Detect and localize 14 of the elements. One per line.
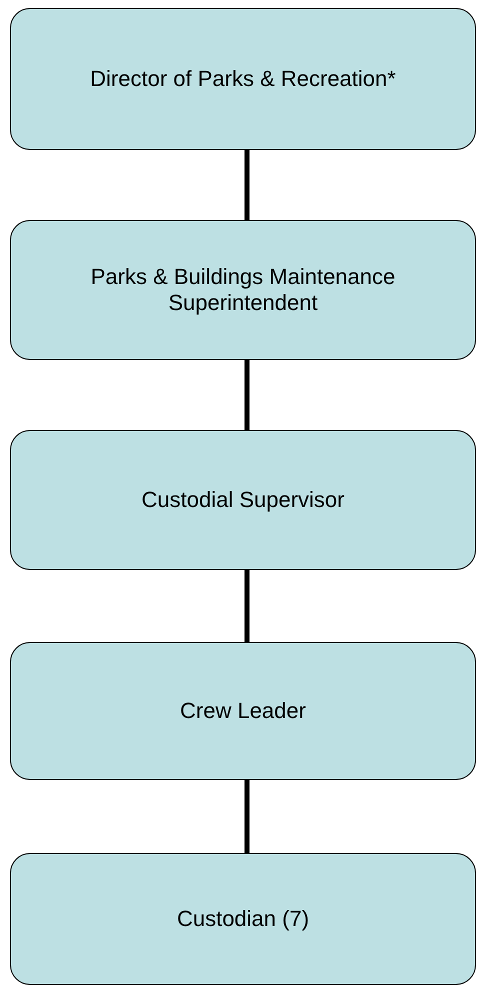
position-box [10, 642, 476, 780]
position-title: Parks & Buildings Maintenance Superintendent [90, 264, 396, 316]
connector-line [244, 570, 250, 642]
position-title: Director of Parks & Recreation* [90, 66, 396, 92]
position-title: Custodial Supervisor [142, 486, 344, 514]
position-box [10, 853, 476, 985]
position-title: Crew Leader [180, 698, 306, 724]
connector-line [244, 360, 250, 430]
position-box [10, 430, 476, 570]
position-box [10, 220, 476, 360]
connector-line [244, 780, 250, 853]
connector-line [244, 150, 250, 220]
position-box [10, 8, 476, 150]
position-title: Custodian (7) [176, 906, 310, 932]
